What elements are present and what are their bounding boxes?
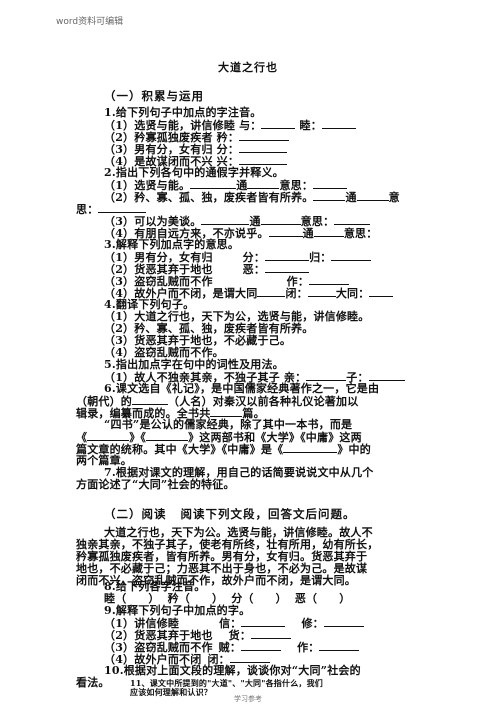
q3-item-1: （1）男有分，女有归分：归： [104, 251, 372, 264]
q6-line-2: （朝代）的（人名）对秦汉以前各种礼仪论著加以 [76, 395, 359, 408]
q4-item-1: （1）大道之行也，天下为公，选贤与能，讲信修睦。 [104, 310, 370, 323]
page-header: word资料可编辑 [56, 17, 124, 27]
page-title: 大道之行也 [218, 61, 278, 74]
q6-line-3: 辑录，编纂而成的。全书共篇。 [76, 407, 265, 420]
q9-item-3: （3）盗窃乱贼而不作贼：作： [104, 641, 360, 654]
q2-stem: 2.指出下列各句中的通假字并释义。 [104, 166, 284, 179]
q10-line-2: 看法。 [76, 676, 110, 689]
q2-item-2-cont: 思： [76, 203, 147, 216]
q4-stem: 4.翻译下列句子。 [104, 298, 195, 311]
q5-stem: 5.指出加点字在句中的词性及用法。 [104, 358, 284, 371]
q8-stem: 8.给下列各字注音。 [104, 580, 206, 593]
q6-line-4: “四书”是公认的儒家经典，除了其中一本书，而是 [104, 418, 353, 431]
q6-line-5: 《》《》这两部书和《大学》《中庸》这两 [76, 431, 362, 444]
q2-item-4: （4）有朋自远方来，不亦说乎。通意思： [104, 227, 378, 240]
q4-item-2: （2）矜、寡、孤、独，废疾者皆有所养。 [104, 322, 314, 335]
q6-line-7: 两个篇章。 [76, 454, 132, 467]
q8-items: 睦（）矜（）分（）恶（） [104, 592, 351, 605]
q10-line-1: 10.根据对上面文段的理解，谈谈你对“大同”社会的 [104, 664, 361, 677]
passage-line-5: 闭而不兴，盗窃乱贼而不作，故外户而不闭，是谓大同。 [76, 574, 356, 587]
q1-item-3: （3）男有分，女有归 分： [104, 143, 288, 156]
q4-item-4: （4）盗窃乱贼而不作。 [104, 346, 224, 359]
q9-item-1: （1）讲信修睦信：修： [104, 617, 364, 630]
page-footer: 学习参考 [234, 695, 262, 703]
q3-item-4: （4）故外户而不闭，是谓大同闭：大同： [104, 287, 394, 300]
q1-stem: 1.给下列句子中加点的字注音。 [104, 106, 262, 119]
q5-item-1: （1）故人不独亲其亲，不独子其子 亲：子： [104, 371, 405, 384]
q7-line-2: 方面论述了“大同”社会的特征。 [76, 478, 235, 491]
q1-item-2: （2）矜寡孤独废疾者 矜： [104, 131, 290, 144]
q11-line-1: 11、课文中所提到的"大道"、"大同"各指什么，我们 [130, 678, 324, 688]
q4-item-3: （3）货恶其弃于地也，不必藏于己。 [104, 334, 292, 347]
q11-line-2: 应该如何理解和认识？ [130, 687, 212, 697]
q3-item-2: （2）货恶其弃于地也恶： [104, 263, 310, 276]
q1-item-4: （4）是故谋闭而不兴 兴： [104, 155, 288, 168]
q9-item-4: （4）故外户而不闭闭： [104, 653, 270, 666]
q2-item-1: （1）选贤与能。通意思： [104, 179, 348, 192]
q2-item-2: （2）矜、寡、孤、独，废疾者皆有所养。通意 [104, 191, 400, 204]
q7-line-1: 7.根据对课文的理解，用自己的话简要说说文中从几个 [104, 466, 374, 479]
passage-line-1: 大道之行也，天下为公。选贤与能，讲信修睦。故人不 [104, 526, 373, 539]
section2-heading: （二）阅读阅读下列文段，回答文后问题。 [104, 507, 356, 521]
passage-line-4: 地也，不必藏于己；力恶其不出于身也，不必为己。是故谋 [76, 562, 368, 575]
q6-line-1: 6.课文选自《礼记》，是中国儒家经典著作之一，它是由 [104, 382, 380, 395]
passage-line-2: 独亲其亲，不独子其子，使老有所终，壮有所用，幼有所长， [76, 538, 379, 551]
q2-item-3: （3）可以为美谈。通意思： [104, 215, 371, 228]
q9-item-2: （2）货恶其弃于地也货： [104, 629, 292, 642]
passage-line-3: 矜寡孤独废疾者，皆有所养。男有分，女有归。货恶其弃于 [76, 550, 368, 563]
section1-heading: （一）积累与运用 [104, 89, 204, 103]
q3-item-3: （3）盗窃乱贼而不作作： [104, 275, 350, 288]
q1-item-1: （1）选贤与能，讲信修睦 与： 睦： [104, 119, 356, 132]
q3-stem: 3.解释下列加点字的意思。 [104, 238, 240, 251]
q9-stem: 9.解释下列句子中加点的字。 [104, 604, 251, 617]
q6-line-6: 篇文章的统称。其中《大学》《中庸》是《》中的 [76, 443, 371, 456]
